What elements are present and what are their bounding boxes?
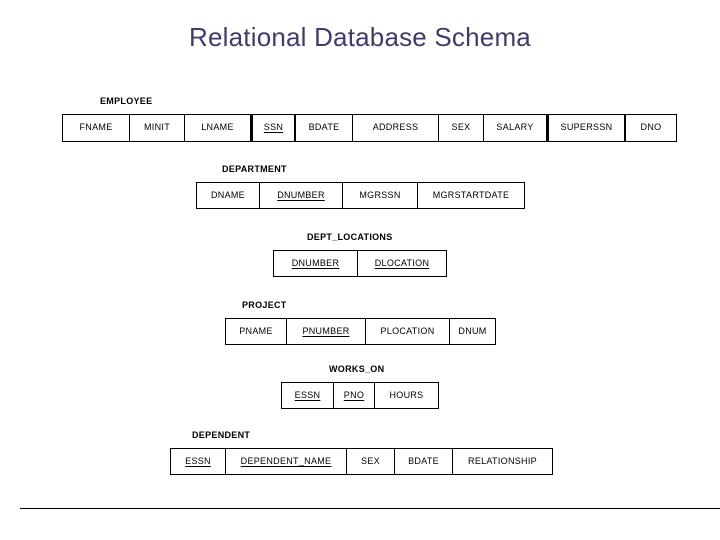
attribute-row: DNAME DNUMBER MGRSSN MGRSTARTDATE: [196, 182, 525, 209]
attribute-row: ESSN DEPENDENT_NAME SEX BDATE RELATIONSHIP: [170, 448, 553, 475]
attribute-label: SEX: [451, 122, 471, 132]
attribute-cell: DEPENDENT_NAME: [226, 449, 347, 474]
attribute-label-primary-key: DNUMBER: [291, 257, 340, 268]
attribute-label: RELATIONSHIP: [468, 455, 537, 466]
attribute-label: BDATE: [308, 122, 340, 132]
relation-name-label: EMPLOYEE: [100, 96, 153, 106]
attribute-cell: SEX: [347, 449, 395, 474]
attribute-cell: FNAME: [63, 115, 130, 141]
attribute-cell: ESSN: [282, 383, 334, 408]
attribute-label: LNAME: [201, 122, 234, 132]
attribute-cell: DNUM: [450, 319, 496, 344]
attribute-label: DNO: [640, 122, 662, 132]
attribute-cell: SALARY: [484, 115, 547, 141]
attribute-cell: DNAME: [197, 183, 260, 208]
attribute-cell: DNUMBER: [274, 251, 358, 276]
attribute-cell: DNO: [626, 115, 677, 141]
attribute-label-primary-key: PNO: [343, 389, 365, 400]
relation-name-label: DEPT_LOCATIONS: [307, 232, 393, 242]
attribute-cell: RELATIONSHIP: [453, 449, 553, 474]
attribute-row: FNAME MINIT LNAME SSN BDATE ADDRESS SEX SALARY S…: [62, 114, 677, 142]
attribute-cell: MGRSTARTDATE: [418, 183, 525, 208]
attribute-cell: SUPERSSN: [547, 115, 626, 141]
attribute-row: ESSN PNO HOURS: [281, 382, 439, 409]
attribute-label: HOURS: [389, 389, 424, 400]
relation-name-label: DEPENDENT: [192, 430, 251, 440]
attribute-cell: DLOCATION: [358, 251, 447, 276]
attribute-cell: DNUMBER: [260, 183, 343, 208]
attribute-cell: HOURS: [375, 383, 439, 408]
attribute-label: FNAME: [79, 122, 113, 132]
attribute-label-primary-key: DEPENDENT_NAME: [240, 455, 332, 466]
attribute-label-primary-key: SSN: [263, 122, 284, 132]
attribute-label: SUPERSSN: [560, 122, 613, 132]
attribute-cell: SSN: [251, 115, 296, 141]
attribute-label: DNAME: [210, 189, 245, 200]
attribute-cell: LNAME: [185, 115, 251, 141]
relation-name-label: PROJECT: [242, 300, 287, 310]
attribute-label: MGRSSN: [359, 189, 401, 200]
relation-name-label: WORKS_ON: [329, 364, 385, 374]
attribute-label: PLOCATION: [380, 325, 435, 336]
attribute-label: MINIT: [144, 122, 170, 132]
attribute-cell: PLOCATION: [366, 319, 450, 344]
attribute-label-primary-key: DNUMBER: [277, 189, 325, 200]
page-title: Relational Database Schema: [189, 22, 531, 52]
attribute-cell: BDATE: [395, 449, 453, 474]
attribute-row: PNAME PNUMBER PLOCATION DNUM: [225, 318, 496, 345]
attribute-label: SEX: [361, 455, 380, 466]
attribute-label: PNAME: [239, 325, 273, 336]
attribute-cell: PNUMBER: [287, 319, 366, 344]
attribute-cell: MINIT: [130, 115, 185, 141]
attribute-cell: ESSN: [171, 449, 226, 474]
relation-name-label: DEPARTMENT: [222, 164, 287, 174]
attribute-cell: PNO: [334, 383, 375, 408]
attribute-cell: MGRSSN: [343, 183, 418, 208]
attribute-cell: SEX: [439, 115, 484, 141]
attribute-label-primary-key: DLOCATION: [374, 257, 430, 268]
attribute-label-primary-key: ESSN: [185, 455, 211, 466]
attribute-label: MGRSTARTDATE: [432, 189, 510, 200]
attribute-label: SALARY: [496, 122, 534, 132]
footer-divider: [20, 508, 720, 509]
attribute-cell: BDATE: [296, 115, 353, 141]
attribute-row: DNUMBER DLOCATION: [273, 250, 447, 277]
attribute-label: BDATE: [408, 455, 439, 466]
attribute-label: ADDRESS: [372, 122, 419, 132]
attribute-label-primary-key: PNUMBER: [302, 325, 350, 336]
attribute-label-primary-key: ESSN: [294, 389, 321, 400]
attribute-label: DNUM: [458, 325, 487, 336]
attribute-cell: PNAME: [226, 319, 287, 344]
attribute-cell: ADDRESS: [353, 115, 439, 141]
